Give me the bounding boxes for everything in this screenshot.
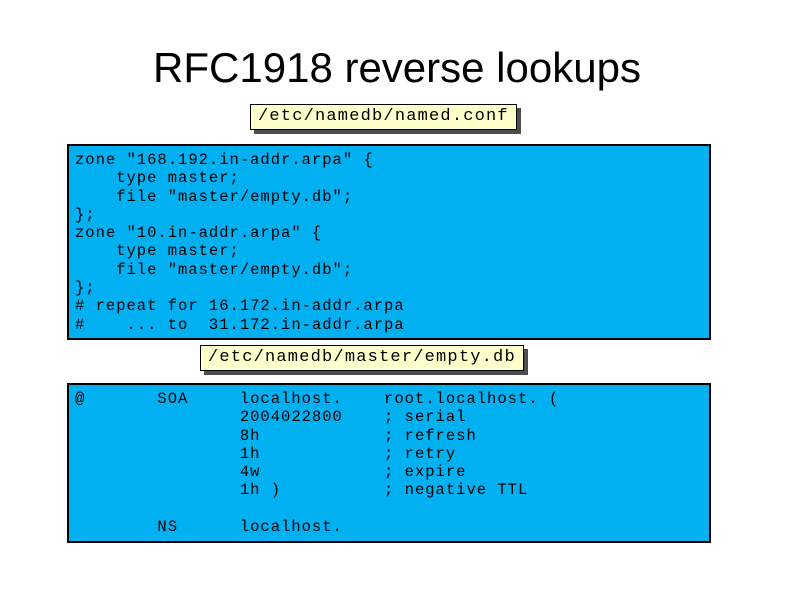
code-text-empty-db: @ SOA localhost. root.localhost. ( 20040… xyxy=(75,390,560,537)
file-path-label-empty-db: /etc/namedb/master/empty.db xyxy=(200,345,524,371)
code-text-named-conf: zone "168.192.in-addr.arpa" { type maste… xyxy=(75,151,405,334)
code-block-named-conf: zone "168.192.in-addr.arpa" { type maste… xyxy=(67,144,711,340)
page-title: RFC1918 reverse lookups xyxy=(153,44,641,91)
file-path-label-named-conf: /etc/namedb/named.conf xyxy=(250,104,517,130)
code-block-empty-db: @ SOA localhost. root.localhost. ( 20040… xyxy=(67,383,711,543)
